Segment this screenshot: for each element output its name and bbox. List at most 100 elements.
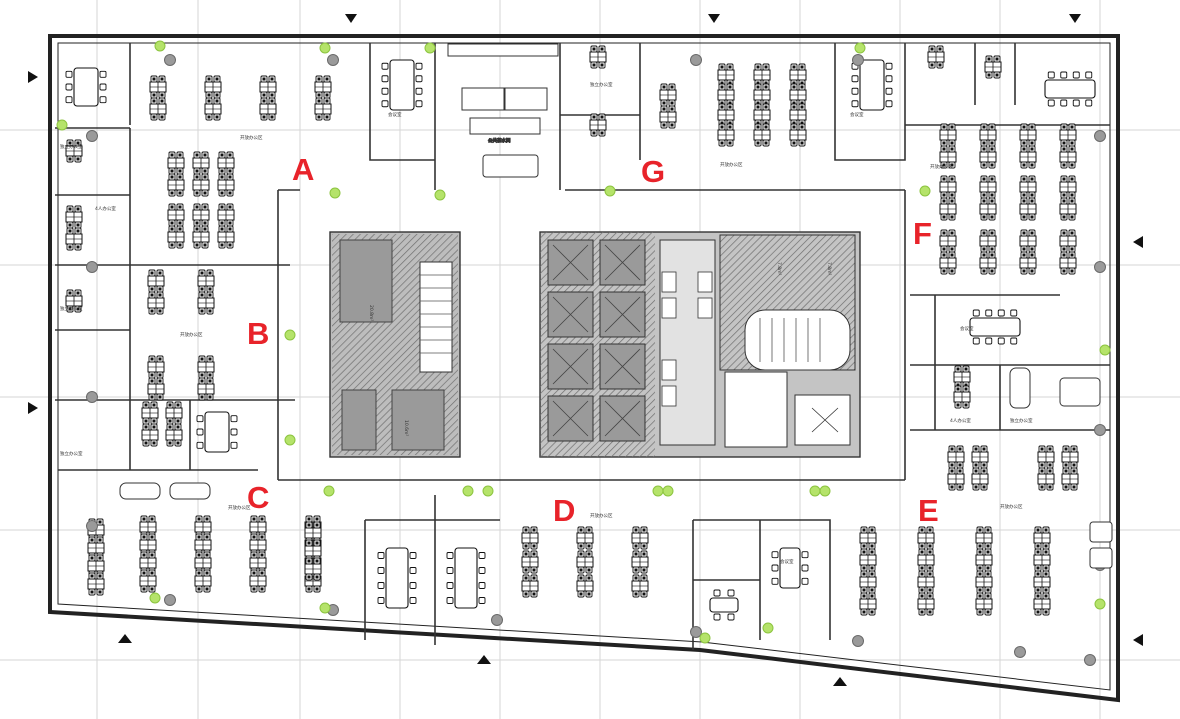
desk-a (167, 203, 185, 227)
office-label-5: 独立办公室 (590, 81, 613, 88)
desk-e (917, 570, 935, 594)
meeting-table (1044, 71, 1096, 107)
desk-a (167, 225, 185, 249)
desk-a (167, 173, 185, 197)
office4-label-1: 4人办公室 (95, 205, 116, 212)
meeting-label-3: 会议室 (960, 325, 974, 332)
desk-e (1037, 467, 1055, 491)
column (1094, 130, 1106, 142)
f-area-label: 开放办公区 (930, 163, 953, 170)
column (1084, 654, 1096, 666)
zone-label-d: D (553, 493, 575, 528)
desk-c (87, 572, 105, 596)
marker-right-2 (1133, 634, 1143, 646)
plant (604, 185, 616, 197)
plant (319, 602, 331, 614)
desk-f (939, 229, 957, 253)
b-area-label: 开放办公区 (180, 331, 203, 338)
meeting-table (196, 411, 238, 453)
desk-e (917, 548, 935, 572)
desk-e (947, 467, 965, 491)
plant (809, 485, 821, 497)
desk-c (194, 569, 212, 593)
desk-b (141, 423, 159, 447)
g-area-label: 开放办公区 (720, 161, 743, 168)
marker-left-2 (28, 402, 38, 414)
core-right: 7.8m² 7.8m² (539, 231, 861, 458)
plant (462, 485, 474, 497)
desk-a (192, 151, 210, 175)
meeting-label-1: 会议室 (388, 111, 402, 118)
desk-f (1059, 251, 1077, 275)
zone-label-a: A (292, 152, 314, 187)
plant (424, 42, 436, 54)
desk-e (859, 548, 877, 572)
desk-d (631, 574, 649, 598)
plant (56, 119, 68, 131)
desk-b (197, 269, 215, 293)
desk-office (589, 45, 607, 69)
marker-left-1 (28, 71, 38, 83)
desk-a (314, 75, 332, 99)
meeting-table (709, 589, 739, 621)
desk-a (259, 75, 277, 99)
desk-f (1059, 123, 1077, 147)
meeting-label-2: 会议室 (850, 111, 864, 118)
desk-b (197, 291, 215, 315)
column (690, 54, 702, 66)
desk-g (717, 83, 735, 107)
office-label-3: 独立办公室 (60, 450, 83, 457)
column (690, 626, 702, 638)
plant (149, 592, 161, 604)
column (86, 261, 98, 273)
column (852, 635, 864, 647)
desk-a (217, 173, 235, 197)
desk-d (576, 550, 594, 574)
desk-g (789, 83, 807, 107)
meeting-table (65, 67, 107, 107)
marker-bottom-3 (833, 677, 847, 686)
office-label-2: 独立办公室 (60, 305, 83, 312)
sofas (119, 367, 1113, 569)
desk-e (859, 526, 877, 550)
marker-top-2 (708, 14, 720, 23)
column (164, 594, 176, 606)
desk-e (975, 570, 993, 594)
zone-label-e: E (918, 493, 939, 528)
desk-f (979, 175, 997, 199)
marker-right-1 (1133, 236, 1143, 248)
desk-e (1037, 445, 1055, 469)
desk-g (753, 83, 771, 107)
column (1014, 646, 1026, 658)
plant (652, 485, 664, 497)
desk-f (1019, 145, 1037, 169)
desk-e (975, 592, 993, 616)
desk-f (979, 123, 997, 147)
desk-office (927, 45, 945, 69)
column (327, 54, 339, 66)
desk-b (147, 377, 165, 401)
desk-f (979, 229, 997, 253)
meeting-table (381, 59, 423, 111)
d-area-label: 开放办公区 (590, 512, 613, 519)
office-label-1: 独立办公室 (60, 143, 83, 150)
desk-b (197, 355, 215, 379)
desk-b (165, 423, 183, 447)
marker-bottom-2 (477, 655, 491, 664)
marker-top-3 (1069, 14, 1081, 23)
zone-letters: A B C D E F G (247, 152, 939, 528)
plant (762, 622, 774, 634)
desk-g (717, 103, 735, 127)
desk-a (259, 97, 277, 121)
meeting-tables (65, 59, 1096, 621)
desk-e (947, 445, 965, 469)
desk-office (984, 55, 1002, 79)
core-left-area-b: 10.6m² (403, 420, 409, 436)
workstations (65, 45, 1079, 616)
pantry: 公共茶水间 (447, 43, 559, 178)
desk-d (521, 526, 539, 550)
desk-f (979, 197, 997, 221)
plant (329, 187, 341, 199)
desk-e (1033, 592, 1051, 616)
desk-a (204, 97, 222, 121)
